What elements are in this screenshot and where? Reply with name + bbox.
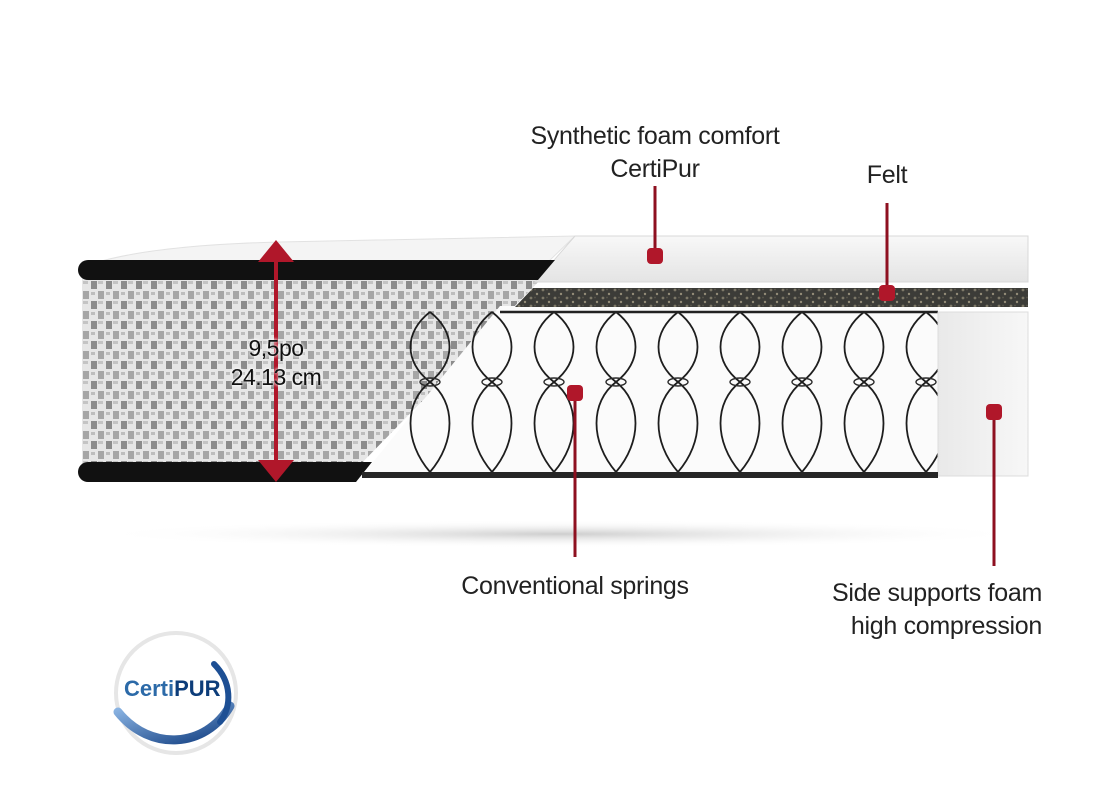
fabric-panel	[82, 272, 548, 470]
bottom-border-band	[78, 462, 372, 482]
spring-coil	[905, 311, 938, 473]
conventional-springs-graphic	[409, 310, 938, 473]
dimension-label: 9,5po 24.13 cm	[230, 335, 322, 390]
spring-coil	[853, 377, 875, 387]
top-quilt	[97, 235, 577, 263]
spring-coil	[605, 377, 627, 387]
springs-label: Conventional springs	[461, 572, 689, 600]
double-arrow-icon	[258, 240, 294, 482]
comfort-foam-pointer	[647, 186, 663, 264]
spring-coil	[595, 311, 637, 473]
side-supports-label: Side supports foam high compression	[832, 579, 1042, 640]
comfort-foam-layer	[533, 235, 1029, 283]
felt-label: Felt	[866, 161, 908, 189]
certipur-logo-text: CertiPUR	[124, 676, 221, 701]
felt-pointer	[879, 203, 895, 301]
top-border-band	[78, 260, 555, 280]
spring-coil	[719, 311, 761, 473]
spring-coil	[533, 311, 575, 473]
spring-coil	[729, 377, 751, 387]
certipur-logo-icon	[113, 631, 238, 755]
spring-coil	[843, 311, 885, 473]
comfort-foam-label: Synthetic foam comfort CertiPur	[530, 122, 780, 183]
spring-coil	[657, 311, 699, 473]
spring-base-wire	[362, 472, 938, 478]
spring-coil	[481, 377, 503, 387]
spring-coil	[543, 377, 565, 387]
spring-coil	[781, 311, 823, 473]
spring-coil	[419, 377, 441, 387]
felt-layer	[515, 288, 1028, 307]
springs-pointer	[567, 385, 583, 557]
spring-coil	[409, 311, 451, 473]
side-supports-pointer	[986, 404, 1002, 566]
spring-coil	[915, 377, 937, 387]
spring-cavity	[360, 306, 938, 478]
spring-coil	[471, 311, 513, 473]
spring-coil	[667, 377, 689, 387]
spring-coil	[791, 377, 813, 387]
side-support-foam	[937, 311, 1029, 477]
floor-shadow	[90, 520, 1030, 548]
